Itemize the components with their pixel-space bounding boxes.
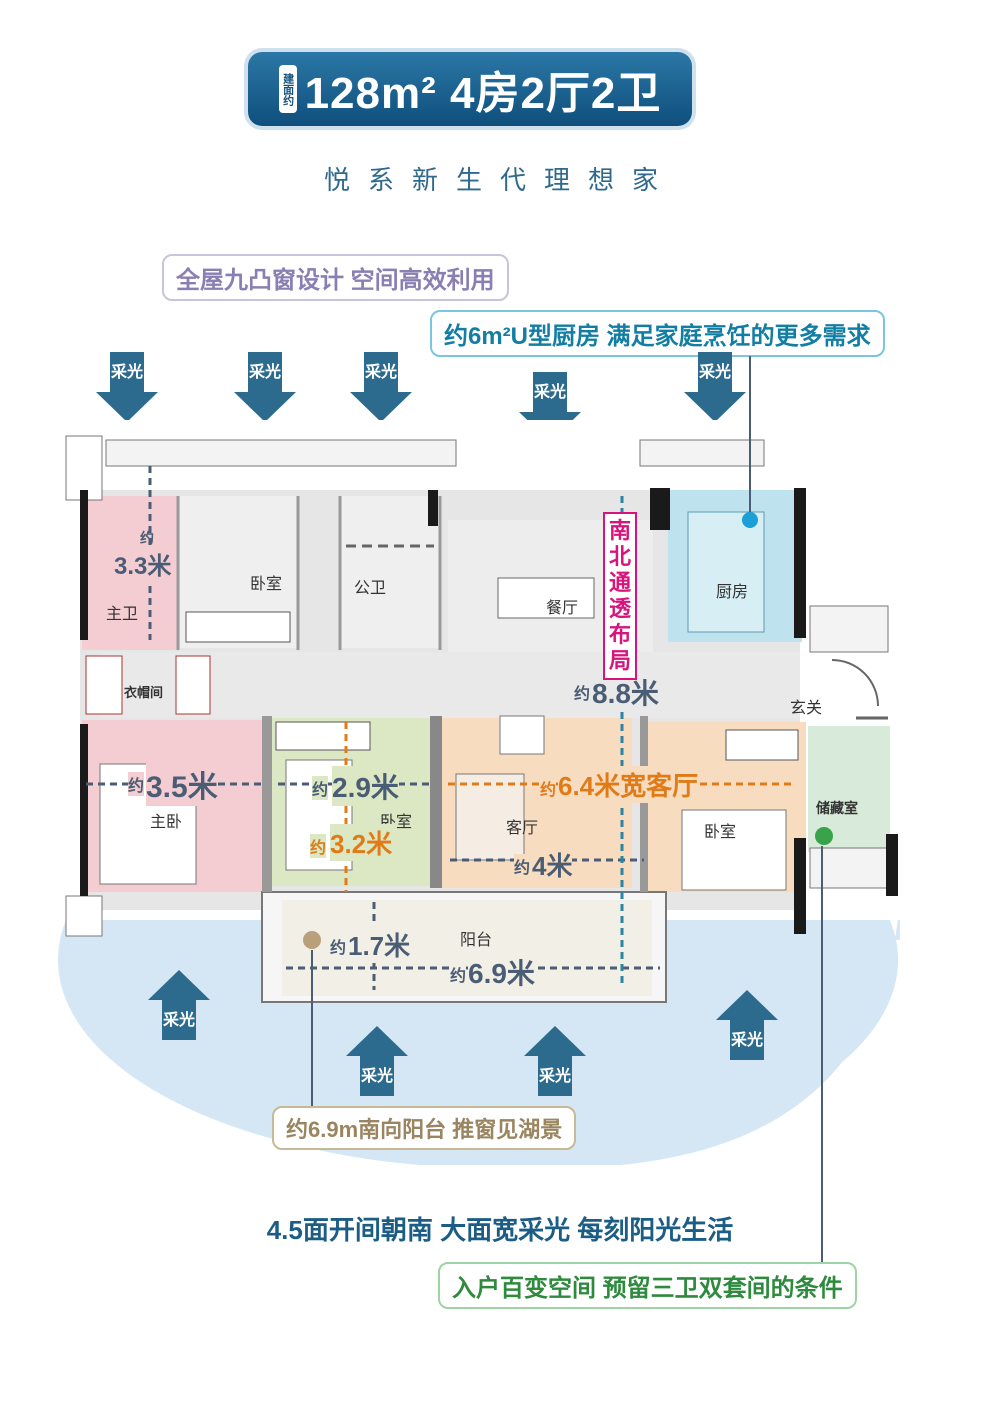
main-title: 128m² 4房2厅2卫	[304, 69, 662, 118]
room-living: 客厅	[506, 820, 539, 837]
dim-living-inner: 4米	[532, 846, 573, 883]
dim-bedroom-depth-prefix: 约	[310, 834, 327, 858]
room-dining: 餐厅	[546, 600, 579, 617]
dim-balcony-depth: 1.7米	[348, 926, 411, 963]
dim-balcony-width: 6.9米	[468, 952, 535, 992]
dim-living-width: 6.4米宽客厅	[558, 766, 699, 803]
dim-master-bath-prefix: 约	[140, 530, 154, 546]
dim-bedroom-depth: 3.2米	[330, 824, 393, 861]
light-arrow-south-2: 采光	[346, 1024, 408, 1096]
light-label: 采光	[110, 352, 144, 392]
callout-entry: 入户百变空间 预留三卫双套间的条件	[438, 1262, 857, 1309]
room-master-bath: 主卫	[106, 606, 139, 623]
room-bedroom-north: 卧室	[250, 576, 283, 593]
light-label: 采光	[162, 1000, 196, 1040]
room-kitchen: 厨房	[716, 584, 749, 601]
room-master-bedroom: 主卧	[150, 814, 183, 831]
dim-bedroom-width-prefix: 约	[312, 776, 329, 800]
light-label: 采光	[730, 1020, 764, 1060]
light-label: 采光	[533, 372, 567, 412]
light-label: 采光	[698, 352, 732, 392]
title-badge: 建面约 128m² 4房2厅2卫	[248, 52, 692, 126]
light-arrow-north-1: 采光	[96, 352, 158, 424]
dim-through-prefix: 约	[574, 680, 591, 704]
room-storage: 储藏室	[816, 800, 858, 816]
room-entry: 玄关	[790, 700, 823, 717]
light-label: 采光	[538, 1056, 572, 1096]
light-arrow-north-5: 采光	[684, 352, 746, 424]
callout-balcony: 约6.9m南向阳台 推窗见湖景	[272, 1106, 577, 1150]
light-label: 采光	[360, 1056, 394, 1096]
dim-master-width: 3.5米	[146, 762, 218, 806]
dim-living-width-prefix: 约	[540, 776, 557, 800]
callout-kitchen: 约6m²U型厨房 满足家庭烹饪的更多需求	[430, 310, 885, 357]
light-label: 采光	[248, 352, 282, 392]
light-label: 采光	[364, 352, 398, 392]
dim-living-inner-prefix: 约	[514, 854, 531, 878]
room-bedroom-east: 卧室	[704, 824, 737, 841]
callout-bay-windows: 全屋九凸窗设计 空间高效利用	[162, 254, 509, 301]
dim-bedroom-width: 2.9米	[332, 766, 399, 806]
room-cloakroom: 衣帽间	[124, 685, 164, 700]
light-arrow-south-1: 采光	[148, 968, 210, 1040]
light-arrow-south-4: 采光	[716, 988, 778, 1060]
light-arrow-south-3: 采光	[524, 1024, 586, 1096]
dim-master-width-prefix: 约	[128, 772, 145, 796]
tagline: 4.5面开间朝南 大面宽采光 每刻阳光生活	[266, 1215, 734, 1245]
dim-master-bath-depth: 3.3米	[114, 546, 172, 581]
dim-balcony-width-prefix: 约	[450, 962, 467, 986]
dim-balcony-depth-prefix: 约	[330, 934, 347, 958]
area-tag: 建面约	[278, 65, 297, 113]
through-layout-label: 南北通透布局	[603, 512, 637, 680]
subtitle: 悦系新生代理想家	[323, 165, 676, 195]
light-arrow-north-3: 采光	[350, 352, 412, 424]
room-balcony: 阳台	[460, 932, 493, 949]
light-arrow-north-2: 采光	[234, 352, 296, 424]
room-public-bath: 公卫	[354, 580, 387, 597]
